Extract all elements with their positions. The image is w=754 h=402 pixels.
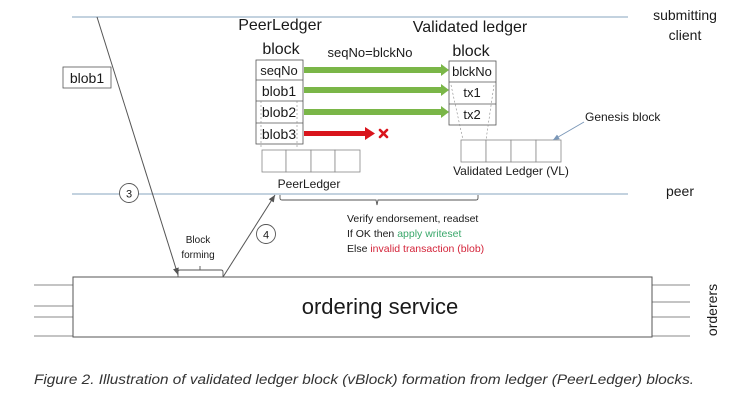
deliver-arrow bbox=[222, 194, 276, 278]
step-4-circle bbox=[256, 224, 276, 244]
invalid-mapping-arrow bbox=[304, 127, 375, 140]
validated-cell-tx2: tx2 bbox=[463, 107, 480, 122]
genesis-pointer-arrow bbox=[552, 121, 585, 141]
validation-line-3-prefix: Else bbox=[347, 243, 370, 255]
peerledger-block-title: PeerLedger bbox=[238, 17, 322, 34]
step-3-circle bbox=[119, 183, 139, 203]
blob-box bbox=[62, 66, 112, 89]
arrow-blob2-to-tx2 bbox=[304, 109, 442, 115]
block-forming-label: Block bbox=[186, 235, 211, 246]
peerledger-cell-blob2: blob2 bbox=[262, 104, 296, 120]
ordering-service-box bbox=[72, 276, 653, 338]
valid-mapping-arrows bbox=[304, 64, 449, 118]
invalid-transaction-text: invalid transaction (blob) bbox=[370, 243, 484, 255]
block-forming-label-2: forming bbox=[181, 250, 214, 261]
validation-line-2-prefix: If OK then bbox=[347, 228, 397, 240]
validated-block-subtitle: block bbox=[452, 43, 490, 60]
validated-cell-tx1: tx1 bbox=[463, 85, 480, 100]
validation-brace bbox=[279, 195, 479, 206]
validated-block bbox=[448, 60, 497, 141]
peerledger-chain bbox=[261, 149, 361, 173]
peerledger-chain-label: PeerLedger bbox=[278, 177, 341, 191]
arrow-blob1-to-tx1 bbox=[304, 87, 442, 93]
peerledger-block bbox=[255, 59, 304, 148]
step-3-label: 3 bbox=[126, 189, 132, 201]
genesis-block-cell bbox=[535, 139, 562, 163]
ordering-service-label: ordering service bbox=[302, 294, 459, 319]
client-lane-label: submitting bbox=[653, 7, 717, 23]
block-forming-brace bbox=[177, 266, 224, 277]
validated-ledger-chain-label: Validated Ledger (VL) bbox=[453, 164, 569, 178]
peerledger-cell-seqno: seqNo bbox=[260, 63, 298, 78]
step-4-label: 4 bbox=[263, 230, 269, 242]
mapping-label: seqNo=blckNo bbox=[328, 45, 413, 60]
genesis-block-label: Genesis block bbox=[585, 110, 661, 124]
orderer-lines bbox=[34, 284, 690, 337]
validated-block-title: Validated ledger bbox=[413, 19, 528, 36]
validation-line-1: Verify endorsement, readset bbox=[347, 213, 478, 225]
peerledger-block-subtitle: block bbox=[262, 41, 300, 58]
validated-ledger-chain bbox=[460, 139, 562, 163]
peerledger-cell-blob3: blob3 bbox=[262, 126, 296, 142]
client-lane-label-2: client bbox=[669, 27, 702, 43]
validation-line-2: If OK then apply writeset bbox=[347, 228, 461, 240]
validation-line-3: Else invalid transaction (blob) bbox=[347, 243, 484, 255]
orderers-label: orderers bbox=[704, 284, 720, 336]
figure-caption: Figure 2. Illustration of validated ledg… bbox=[34, 372, 694, 387]
apply-writeset-text: apply writeset bbox=[397, 228, 461, 240]
validated-cell-blckno: blckNo bbox=[452, 64, 492, 79]
submit-arrow bbox=[96, 16, 179, 276]
peerledger-cell-blob1: blob1 bbox=[262, 83, 296, 99]
peer-lane-label: peer bbox=[666, 183, 694, 199]
rejected-x-icon bbox=[378, 128, 389, 139]
blob-box-label: blob1 bbox=[70, 70, 104, 86]
arrow-seqno-to-blckno bbox=[304, 67, 442, 73]
